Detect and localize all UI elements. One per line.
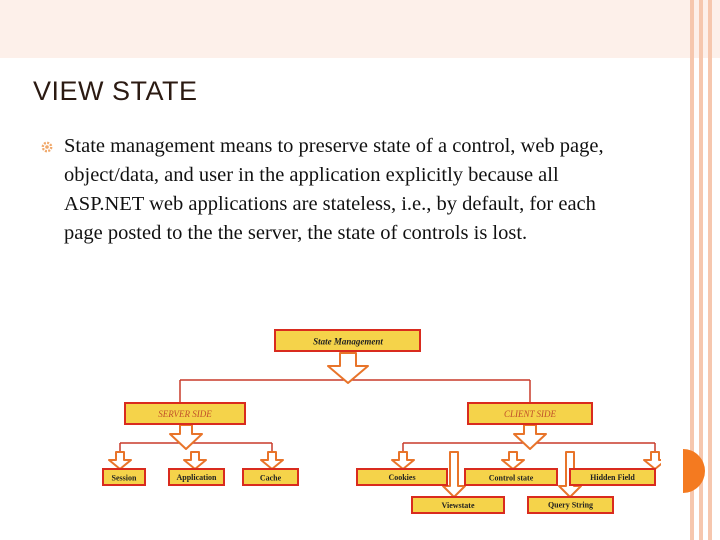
node-control-state-label: Control state [489, 474, 534, 483]
node-viewstate-label: Viewstate [441, 501, 474, 510]
gear-icon [41, 141, 53, 153]
node-query-string-label: Query String [548, 501, 593, 510]
state-management-diagram: State Management SERVER SIDE CLIENT SIDE… [102, 329, 667, 514]
down-arrow-session [108, 451, 132, 470]
slide-title: VIEW STATE [33, 76, 198, 106]
node-server-side-box [124, 402, 246, 425]
node-session-label: Session [112, 474, 137, 483]
node-viewstate-box [411, 496, 505, 514]
node-cookies-box [356, 468, 448, 486]
bullet-text: State management means to preserve state… [64, 135, 604, 244]
down-arrow-client [513, 424, 547, 450]
node-cache-box [242, 468, 299, 486]
node-server-side-label: SERVER SIDE [158, 409, 212, 419]
down-arrow-cache [260, 451, 284, 470]
node-application-box [168, 468, 225, 486]
node-control-state-box [464, 468, 558, 486]
connector-lines [119, 379, 656, 452]
node-session-box [102, 468, 146, 486]
node-application-label: Application [176, 473, 217, 482]
node-cache-label: Cache [260, 474, 282, 483]
node-state-management-box [274, 329, 421, 352]
down-arrow-viewstate [442, 451, 466, 498]
right-stripe-1 [690, 0, 694, 540]
down-arrow-application [183, 451, 207, 470]
node-cookies-label: Cookies [388, 473, 415, 482]
header-band [0, 0, 720, 58]
node-hidden-field-label: Hidden Field [590, 473, 635, 482]
down-arrow-hidden-field [643, 451, 667, 470]
right-stripe-3 [708, 0, 712, 540]
right-stripe-2 [699, 0, 703, 540]
node-client-side-label: CLIENT SIDE [504, 409, 557, 419]
down-arrow-cookies [391, 451, 415, 470]
down-arrow-control-state [501, 451, 525, 470]
down-arrow-server [169, 424, 203, 450]
node-query-string-box [527, 496, 614, 514]
down-arrow-root [327, 352, 369, 384]
node-state-management-label: State Management [313, 337, 383, 347]
node-hidden-field-box [569, 468, 656, 486]
decorative-circle-mask [661, 449, 683, 493]
node-client-side-box [467, 402, 593, 425]
